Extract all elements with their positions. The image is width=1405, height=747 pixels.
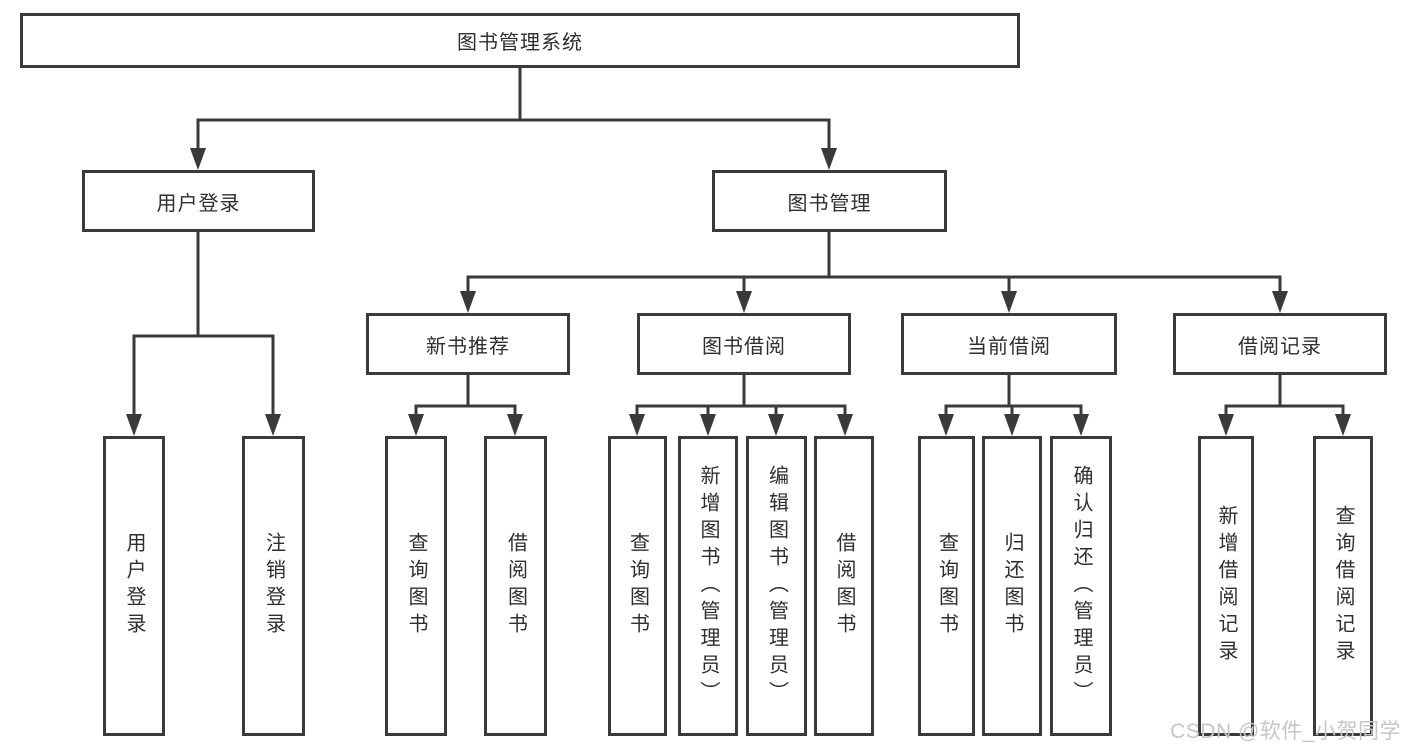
- leaf-logout: 注销登录: [242, 436, 305, 736]
- node-current-borrowing: 当前借阅: [901, 313, 1117, 375]
- leaf-add-books-admin: 新增图书（管理员）: [678, 436, 738, 736]
- leaf-confirm-return-admin: 确认归还（管理员）: [1050, 436, 1112, 736]
- node-borrowing-records: 借阅记录: [1173, 313, 1387, 375]
- leaf-user-login: 用户登录: [103, 436, 165, 736]
- csdn-watermark: CSDN @软件_小贺同学: [1170, 720, 1401, 743]
- node-book-management: 图书管理: [712, 170, 947, 232]
- node-book-borrowing: 图书借阅: [637, 313, 851, 375]
- leaf-query-books-1: 查询图书: [385, 436, 447, 736]
- leaf-add-borrow-record: 新增借阅记录: [1198, 436, 1254, 736]
- leaf-borrow-books-2: 借阅图书: [814, 436, 874, 736]
- leaf-query-books-2: 查询图书: [608, 436, 667, 736]
- node-user-login: 用户登录: [82, 170, 315, 232]
- leaf-edit-books-admin: 编辑图书（管理员）: [746, 436, 807, 736]
- leaf-query-books-3: 查询图书: [918, 436, 975, 736]
- node-new-book-recommendation: 新书推荐: [366, 313, 570, 375]
- leaf-query-borrow-record: 查询借阅记录: [1313, 436, 1373, 736]
- node-root-book-management-system: 图书管理系统: [20, 13, 1020, 68]
- leaf-borrow-books-1: 借阅图书: [484, 436, 547, 736]
- leaf-return-books: 归还图书: [982, 436, 1042, 736]
